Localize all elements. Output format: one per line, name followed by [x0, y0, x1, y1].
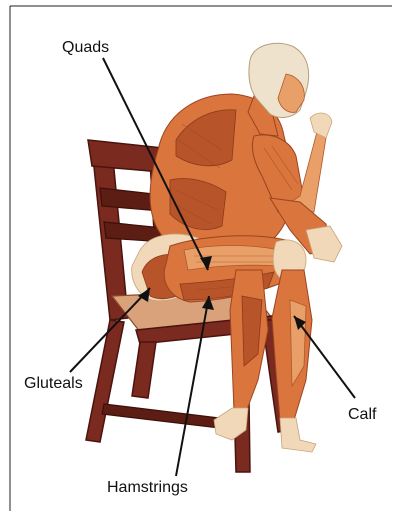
muscle-figure [132, 43, 342, 452]
hamstrings-label: Hamstrings [107, 479, 188, 496]
gluteals-label: Gluteals [24, 375, 83, 392]
chair-leg-back-left [86, 320, 124, 442]
chair-leg-back-right [132, 342, 156, 398]
front-foot [280, 418, 316, 452]
calf-label: Calf [348, 406, 377, 423]
quads-label: Quads [62, 39, 109, 56]
hand-on-knee [306, 226, 342, 262]
hand-at-chin [310, 113, 332, 138]
